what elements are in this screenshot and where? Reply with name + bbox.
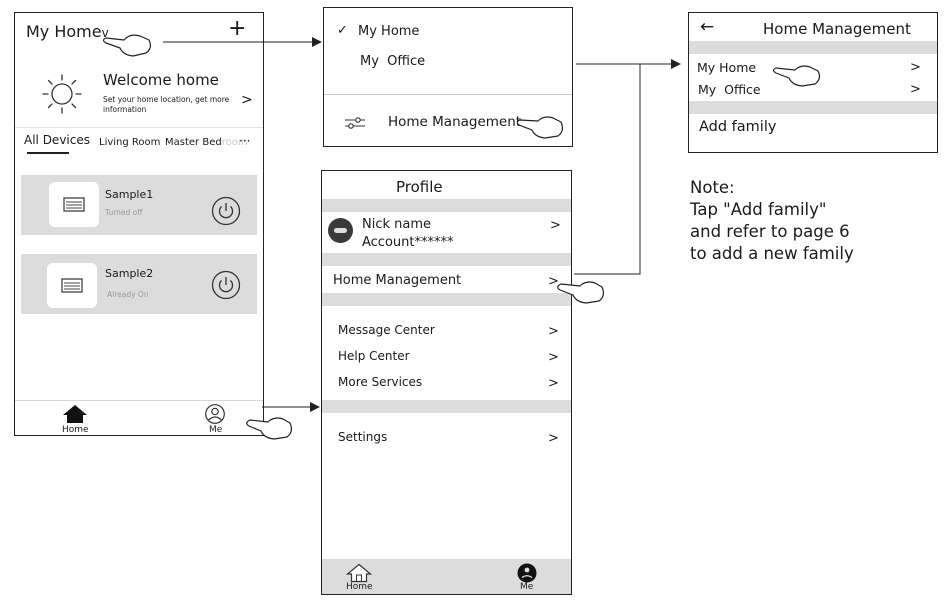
tab-master-bedroom-label: Master Bed (165, 137, 222, 148)
device-status: Already On (107, 290, 149, 299)
menu-more-services[interactable]: More Services (338, 375, 423, 389)
message-center-chevron[interactable]: > (548, 324, 559, 339)
nav-me-label: Me (209, 425, 223, 435)
home-title: My Home (26, 22, 102, 41)
tab-living-room[interactable]: Living Room (99, 137, 161, 148)
device-card-2[interactable]: Sample2 Already On (21, 254, 257, 314)
my-office-chevron[interactable]: > (910, 82, 921, 97)
avatar-eyes-icon (334, 228, 347, 233)
sliders-icon (344, 116, 366, 130)
device-card-1[interactable]: Sample1 Turned off (21, 175, 257, 235)
home-icon (62, 404, 88, 424)
dropdown-home-management[interactable]: Home Management (388, 114, 522, 130)
section-separator (322, 199, 571, 212)
section-separator (322, 253, 571, 266)
settings-chevron[interactable]: > (548, 431, 559, 446)
device-name: Sample2 (105, 267, 154, 280)
device-thumbnail (49, 182, 99, 227)
my-home-chevron[interactable]: > (910, 60, 921, 75)
dropdown-item-my-office[interactable]: My Office (360, 54, 426, 69)
home-list-item-my-home[interactable]: My Home (697, 60, 757, 75)
air-conditioner-icon (63, 197, 85, 212)
note: Note: Tap "Add family" and refer to page… (690, 177, 854, 265)
note-line: and refer to page 6 (690, 222, 850, 241)
help-center-chevron[interactable]: > (548, 350, 559, 365)
menu-settings[interactable]: Settings (338, 430, 388, 444)
sun-icon (41, 73, 83, 115)
nav-home-label: Home (346, 582, 373, 592)
section-separator (689, 101, 937, 114)
nick-name[interactable]: Nick name (362, 217, 432, 232)
bottom-nav-divider (15, 400, 263, 401)
nav-home[interactable]: Home (61, 403, 91, 435)
profile-title: Profile (396, 178, 443, 196)
add-icon[interactable]: + (228, 16, 247, 41)
power-button[interactable] (211, 270, 241, 300)
power-button[interactable] (211, 196, 241, 226)
welcome-title: Welcome home (103, 71, 219, 89)
profile-screen: Profile Nick name Account****** > Home M… (321, 170, 572, 595)
air-conditioner-icon (61, 278, 83, 293)
more-services-chevron[interactable]: > (548, 376, 559, 391)
section-separator (689, 41, 937, 54)
back-arrow-icon[interactable]: ← (700, 17, 715, 37)
home-management-chevron[interactable]: > (548, 274, 559, 289)
active-tab-underline (27, 152, 69, 154)
room-divider (15, 127, 263, 128)
nav-me[interactable]: Me (514, 563, 540, 593)
device-name: Sample1 (105, 188, 154, 201)
dropdown-divider (324, 94, 572, 95)
user-filled-icon (516, 563, 538, 583)
dropdown-item-my-home[interactable]: My Home (358, 24, 420, 39)
menu-message-center[interactable]: Message Center (338, 323, 435, 337)
note-line: to add a new family (690, 244, 854, 263)
management-title: Home Management (763, 20, 911, 38)
tab-master-bedroom-faded: room (221, 137, 248, 148)
arrow-profile-to-management (574, 64, 641, 275)
tab-all-devices[interactable]: All Devices (24, 133, 90, 147)
home-management-screen: ← Home Management My Home > My Office > … (688, 12, 938, 153)
nav-me[interactable]: Me (203, 403, 229, 435)
menu-help-center[interactable]: Help Center (338, 349, 410, 363)
nav-home-label: Home (62, 425, 89, 435)
user-icon (204, 404, 226, 424)
account: Account****** (362, 235, 454, 250)
chevron-down-icon: v (101, 26, 109, 40)
tab-master-bedroom[interactable]: Master Bedroom (165, 137, 248, 148)
home-list-item-my-office[interactable]: My Office (698, 82, 761, 97)
device-status: Turned off (105, 208, 143, 217)
home-outline-icon (346, 563, 372, 583)
device-thumbnail (47, 263, 97, 308)
add-family-button[interactable]: Add family (699, 119, 777, 135)
note-line: Tap "Add family" (690, 200, 827, 219)
check-icon: ✓ (337, 23, 348, 38)
avatar (328, 218, 353, 243)
note-line: Note: (690, 178, 735, 197)
home-dropdown: ✓ My Home My Office Home Management (323, 7, 573, 147)
nick-name-chevron[interactable]: > (550, 218, 561, 233)
welcome-subtitle: Set your home location, get more informa… (103, 95, 230, 114)
section-separator (322, 293, 571, 306)
home-screen: My Homev + Welcome home Set your home lo… (14, 12, 264, 436)
home-selector[interactable]: My Homev (26, 22, 109, 41)
nav-home[interactable]: Home (344, 563, 376, 593)
welcome-chevron[interactable]: > (241, 92, 253, 108)
nav-me-label: Me (520, 582, 534, 592)
section-separator (322, 400, 571, 413)
profile-home-management[interactable]: Home Management (333, 273, 462, 288)
more-tabs-icon[interactable]: ··· (239, 134, 251, 148)
